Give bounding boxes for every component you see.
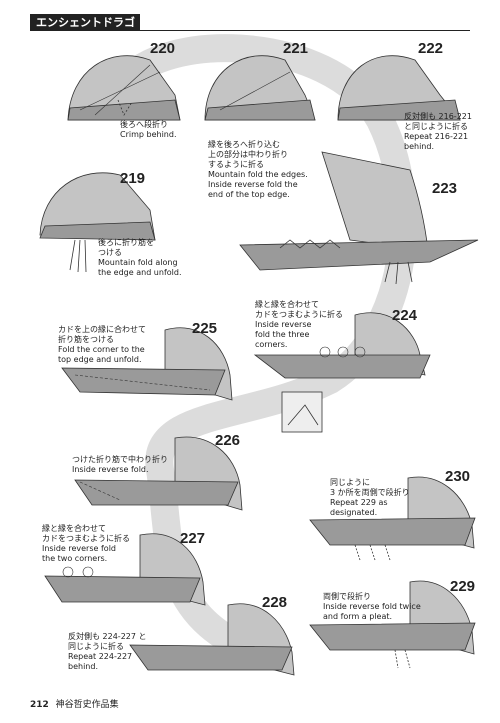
step-number: 219	[120, 170, 146, 187]
book-title: 神谷哲史作品集	[55, 700, 119, 710]
section-title: エンシェントドラゴン	[30, 14, 140, 46]
step-number: 221	[283, 40, 309, 57]
page-footer: 212 神谷哲史作品集	[30, 697, 119, 710]
step-number: 227	[180, 530, 206, 547]
step-number: 229	[450, 578, 476, 595]
step-number: 223	[432, 180, 458, 197]
step-number: 230	[445, 468, 471, 485]
step-number: 224	[392, 307, 418, 324]
step-number: 222	[418, 40, 444, 57]
step-number: 220	[150, 40, 176, 57]
title-rule	[30, 30, 470, 31]
step-number: 225	[192, 320, 218, 337]
step-number: 228	[262, 594, 288, 611]
instruction-221: 縁を後ろへ折り込む上の部分は中わり折りするように折る Mountain fold…	[208, 140, 308, 199]
page-number: 212	[30, 700, 49, 710]
step-number: 226	[215, 432, 241, 449]
